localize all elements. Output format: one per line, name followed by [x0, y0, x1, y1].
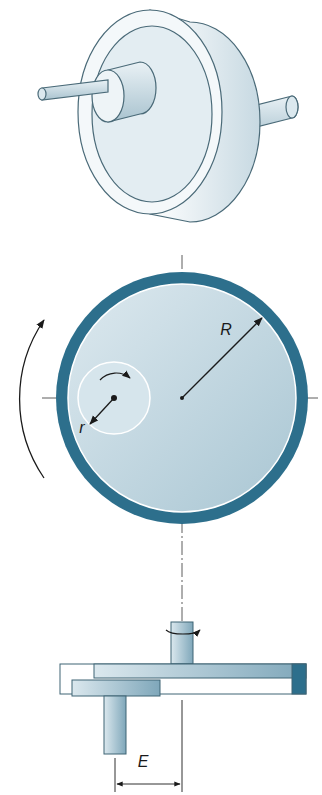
- radius-label: R: [220, 322, 232, 338]
- drawing-stroke: [92, 70, 124, 122]
- drawing-stroke: [104, 696, 126, 754]
- radius-label: r: [79, 420, 84, 436]
- eccentricity-label: E: [138, 754, 149, 770]
- drawing-stroke: [92, 26, 212, 202]
- dimension-e: [115, 700, 182, 792]
- drawing-stroke: [171, 622, 193, 664]
- drawing-stroke: [68, 284, 296, 512]
- drawing-stroke: [166, 630, 200, 634]
- drawing-stroke: [286, 96, 298, 118]
- drawing-stroke: [115, 758, 116, 792]
- drawing-stroke: [117, 784, 180, 785]
- center-line: [42, 255, 318, 640]
- drawing-stroke: [94, 664, 306, 678]
- drawing-stroke: [56, 272, 308, 524]
- drawing-stroke: [20, 320, 44, 478]
- drawing-stroke: [78, 10, 222, 214]
- side-view: [60, 622, 306, 754]
- drawing-stroke: [72, 680, 160, 696]
- drawing-stroke: [182, 700, 183, 792]
- drawing-stroke: [182, 318, 262, 398]
- drawing-stroke: [100, 373, 130, 380]
- drawing-stroke: [38, 88, 46, 100]
- drawing-stroke: [78, 362, 150, 434]
- front-view: [20, 272, 308, 524]
- drawing-stroke: [90, 398, 114, 424]
- drawing-stroke: [292, 664, 306, 694]
- perspective-view: [38, 10, 298, 222]
- drawing-stroke: [42, 80, 108, 100]
